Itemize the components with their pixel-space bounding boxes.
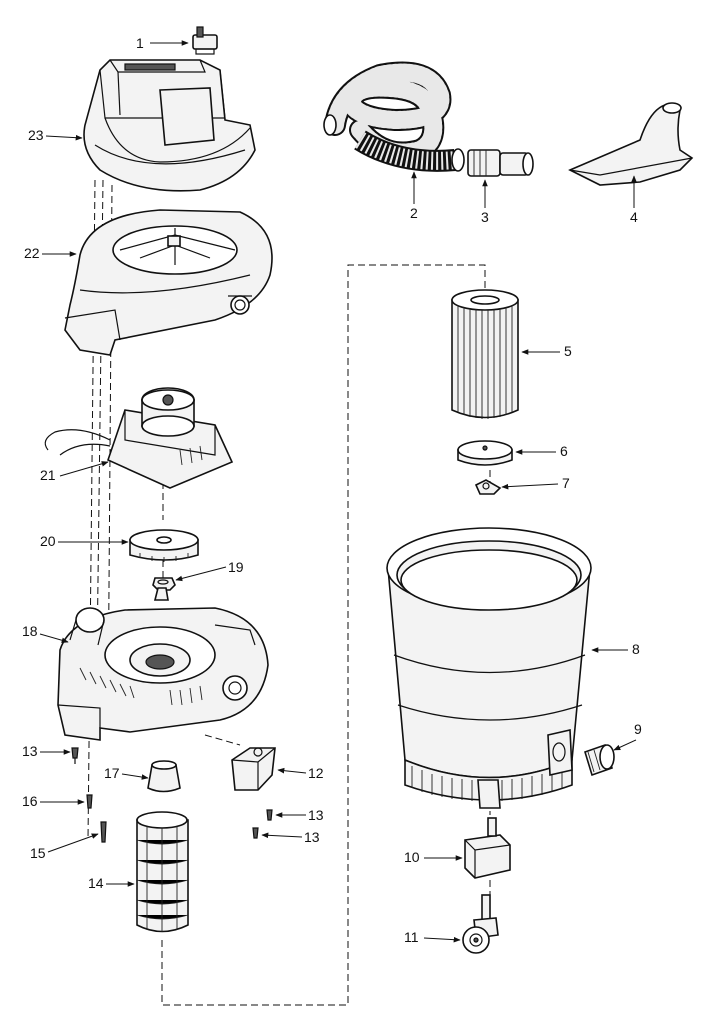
callout-label: 5 bbox=[564, 343, 572, 359]
callout-label: 15 bbox=[30, 845, 46, 861]
callout-label: 13 bbox=[22, 743, 38, 759]
callout-label: 10 bbox=[404, 849, 420, 865]
callout-14: 14 bbox=[88, 875, 135, 891]
part-nut bbox=[152, 577, 176, 591]
callout-1: 1 bbox=[136, 35, 189, 51]
callout-10: 10 bbox=[404, 849, 463, 865]
callout-label: 13 bbox=[308, 807, 324, 823]
callout-7: 7 bbox=[501, 475, 570, 491]
callout-label: 17 bbox=[104, 765, 120, 781]
callout-label: 21 bbox=[40, 467, 56, 483]
part-filter-cap bbox=[457, 440, 513, 466]
part-motor-hood bbox=[83, 59, 256, 192]
callouts: 1 23 22 21 20 19 18 13 bbox=[22, 35, 642, 945]
callout-label: 4 bbox=[630, 209, 638, 225]
callout-label: 8 bbox=[632, 641, 640, 657]
part-float-cap bbox=[147, 760, 181, 793]
callout-21: 21 bbox=[40, 461, 109, 483]
part-nozzle bbox=[568, 102, 694, 186]
callout-label: 18 bbox=[22, 623, 38, 639]
callout-label: 2 bbox=[410, 205, 418, 221]
callout-8: 8 bbox=[591, 641, 640, 657]
part-caster bbox=[462, 894, 499, 954]
callout-19: 19 bbox=[175, 559, 244, 582]
part-coupling bbox=[467, 149, 534, 177]
callout-label: 12 bbox=[308, 765, 324, 781]
callout-label: 6 bbox=[560, 443, 568, 459]
callout-5: 5 bbox=[521, 343, 572, 359]
callout-label: 1 bbox=[136, 35, 144, 51]
part-housing-base bbox=[57, 587, 269, 741]
part-caster-socket bbox=[464, 817, 511, 879]
callout-11: 11 bbox=[404, 929, 461, 945]
callout-label: 22 bbox=[24, 245, 40, 261]
callout-13-a: 13 bbox=[22, 743, 71, 759]
part-filter bbox=[451, 289, 519, 419]
part-float-cage bbox=[136, 811, 189, 933]
callout-label: 3 bbox=[481, 209, 489, 225]
callout-label: 13 bbox=[304, 829, 320, 845]
part-drain-cap bbox=[584, 743, 615, 777]
part-switch bbox=[192, 26, 218, 55]
part-lid bbox=[64, 209, 273, 356]
callout-13-c: 13 bbox=[261, 829, 320, 845]
callout-20: 20 bbox=[40, 533, 129, 549]
callout-label: 16 bbox=[22, 793, 38, 809]
callout-label: 11 bbox=[404, 929, 419, 945]
part-bracket bbox=[231, 747, 276, 791]
part-hose bbox=[323, 61, 465, 172]
callout-22: 22 bbox=[24, 245, 77, 261]
part-wing-nut bbox=[474, 479, 502, 495]
callout-23: 23 bbox=[28, 127, 83, 143]
callout-label: 7 bbox=[562, 475, 570, 491]
callout-9: 9 bbox=[613, 721, 642, 751]
callout-4: 4 bbox=[630, 175, 638, 225]
callout-label: 19 bbox=[228, 559, 244, 575]
callout-6: 6 bbox=[515, 443, 568, 459]
callout-12: 12 bbox=[277, 765, 324, 781]
callout-18: 18 bbox=[22, 623, 69, 643]
callout-3: 3 bbox=[481, 179, 489, 225]
part-motor bbox=[44, 387, 234, 489]
callout-15: 15 bbox=[30, 833, 99, 861]
part-impeller bbox=[129, 529, 199, 562]
callout-label: 20 bbox=[40, 533, 56, 549]
part-screws bbox=[71, 747, 273, 843]
callout-label: 9 bbox=[634, 721, 642, 737]
callout-16: 16 bbox=[22, 793, 85, 809]
callout-13-b: 13 bbox=[275, 807, 324, 823]
callout-2: 2 bbox=[410, 171, 418, 221]
callout-17: 17 bbox=[104, 765, 149, 781]
callout-label: 14 bbox=[88, 875, 104, 891]
callout-label: 23 bbox=[28, 127, 44, 143]
part-drum bbox=[386, 527, 592, 809]
